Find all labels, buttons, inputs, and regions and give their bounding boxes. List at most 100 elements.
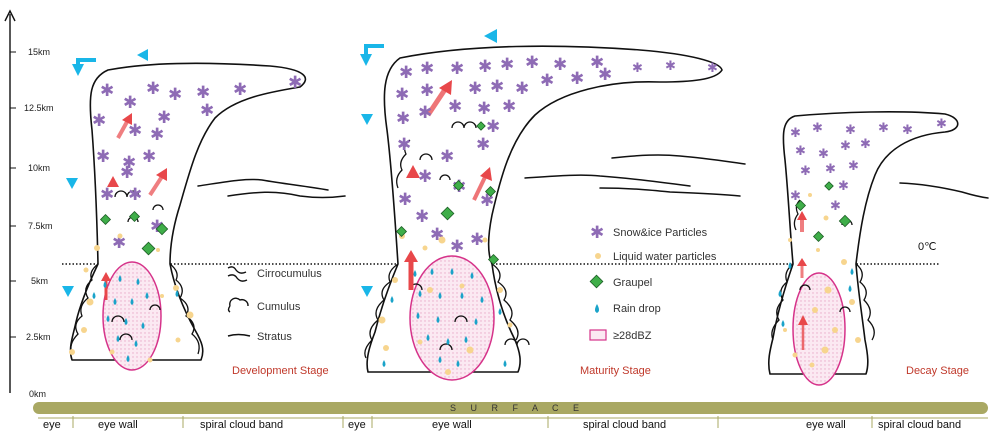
svg-text:✱: ✱ bbox=[92, 111, 106, 131]
svg-text:✱: ✱ bbox=[936, 117, 947, 132]
svg-text:✱: ✱ bbox=[418, 103, 432, 123]
zone-spiral-band-3: spiral cloud band bbox=[878, 419, 961, 431]
svg-text:✱: ✱ bbox=[598, 65, 612, 85]
legend-rain-drop: Rain drop bbox=[613, 303, 661, 315]
svg-text:✱: ✱ bbox=[790, 126, 801, 141]
zone-spiral-band-2: spiral cloud band bbox=[583, 419, 666, 431]
legend-stratus: Stratus bbox=[257, 331, 292, 343]
svg-text:✱: ✱ bbox=[540, 71, 554, 91]
svg-text:✱: ✱ bbox=[120, 163, 134, 183]
zone-eye-wall-2: eye wall bbox=[432, 419, 472, 431]
legend-cumulus: Cumulus bbox=[257, 301, 301, 313]
zone-eye-wall-3: eye wall bbox=[806, 419, 846, 431]
svg-text:✱: ✱ bbox=[490, 77, 504, 97]
zone-eye-1: eye bbox=[43, 419, 61, 431]
zone-spiral-band-1: spiral cloud band bbox=[200, 419, 283, 431]
svg-text:✱: ✱ bbox=[128, 121, 142, 141]
svg-text:✱: ✱ bbox=[450, 59, 464, 79]
particle-legend: ✱ Snow&ice Particles Liquid water partic… bbox=[590, 223, 717, 342]
svg-text:✱: ✱ bbox=[478, 57, 492, 77]
svg-text:✱: ✱ bbox=[397, 135, 411, 155]
freezing-level-label: 0℃ bbox=[918, 241, 936, 253]
legend-graupel: Graupel bbox=[613, 277, 652, 289]
svg-text:✱: ✱ bbox=[100, 185, 114, 205]
svg-text:✱: ✱ bbox=[415, 207, 429, 227]
svg-text:✱: ✱ bbox=[470, 230, 484, 250]
svg-text:✱: ✱ bbox=[795, 144, 806, 159]
stratus-symbol bbox=[228, 335, 250, 337]
svg-text:✱: ✱ bbox=[448, 97, 462, 117]
svg-text:✱: ✱ bbox=[96, 147, 110, 167]
zone-eye-wall-1: eye wall bbox=[98, 419, 138, 431]
graupel-symbol bbox=[590, 275, 603, 288]
svg-text:✱: ✱ bbox=[420, 81, 434, 101]
svg-text:✱: ✱ bbox=[288, 73, 302, 93]
svg-text:✱: ✱ bbox=[196, 83, 210, 103]
svg-text:✱: ✱ bbox=[845, 123, 856, 138]
svg-text:✱: ✱ bbox=[838, 179, 849, 194]
zone-eye-2: eye bbox=[348, 419, 366, 431]
surface-label: S U R F A C E bbox=[450, 403, 585, 413]
y-tick-5km: 5km bbox=[31, 276, 48, 286]
svg-text:✱: ✱ bbox=[486, 117, 500, 137]
cloud-type-legend: Cirrocumulus Cumulus Stratus bbox=[228, 267, 322, 343]
stage-label-decay: Decay Stage bbox=[906, 365, 969, 377]
svg-text:✱: ✱ bbox=[150, 125, 164, 145]
svg-text:✱: ✱ bbox=[396, 109, 410, 129]
y-tick-10km: 10km bbox=[28, 163, 50, 173]
svg-text:✱: ✱ bbox=[840, 139, 851, 154]
rain-drop-symbol bbox=[595, 304, 599, 313]
svg-text:✱: ✱ bbox=[848, 159, 859, 174]
svg-text:✱: ✱ bbox=[515, 79, 529, 99]
y-tick-2-5km: 2.5km bbox=[26, 332, 51, 342]
cirrocumulus-symbol bbox=[228, 267, 246, 273]
svg-text:✱: ✱ bbox=[418, 167, 432, 187]
svg-text:✱: ✱ bbox=[450, 237, 464, 257]
svg-text:✱: ✱ bbox=[440, 147, 454, 167]
svg-text:✱: ✱ bbox=[200, 101, 214, 121]
svg-text:✱: ✱ bbox=[707, 61, 718, 76]
svg-text:✱: ✱ bbox=[665, 59, 676, 74]
svg-text:✱: ✱ bbox=[468, 79, 482, 99]
svg-text:✱: ✱ bbox=[399, 63, 413, 83]
svg-text:✱: ✱ bbox=[476, 135, 490, 155]
y-tick-12-5km: 12.5km bbox=[24, 103, 54, 113]
y-tick-0km: 0km bbox=[29, 389, 46, 399]
svg-text:✱: ✱ bbox=[146, 79, 160, 99]
legend-reflectivity: ≥28dBZ bbox=[613, 330, 652, 342]
svg-text:✱: ✱ bbox=[570, 69, 584, 89]
svg-text:✱: ✱ bbox=[420, 59, 434, 79]
svg-text:✱: ✱ bbox=[830, 199, 841, 214]
svg-text:✱: ✱ bbox=[632, 61, 643, 76]
snow-ice-symbol: ✱ bbox=[590, 223, 604, 243]
svg-text:✱: ✱ bbox=[398, 190, 412, 210]
svg-text:✱: ✱ bbox=[818, 147, 829, 162]
legend-liquid-water: Liquid water particles bbox=[613, 251, 717, 263]
stage-label-development: Development Stage bbox=[232, 365, 329, 377]
svg-text:✱: ✱ bbox=[395, 85, 409, 105]
svg-text:✱: ✱ bbox=[825, 162, 836, 177]
svg-text:✱: ✱ bbox=[500, 55, 514, 75]
svg-text:✱: ✱ bbox=[860, 137, 871, 152]
stage-label-maturity: Maturity Stage bbox=[580, 365, 651, 377]
y-tick-15km: 15km bbox=[28, 47, 50, 57]
legend-cirrocumulus: Cirrocumulus bbox=[257, 268, 322, 280]
svg-text:✱: ✱ bbox=[553, 55, 567, 75]
liquid-water-symbol bbox=[595, 253, 601, 259]
svg-text:✱: ✱ bbox=[128, 185, 142, 205]
y-tick-7-5km: 7.5km bbox=[28, 221, 53, 231]
svg-text:✱: ✱ bbox=[100, 81, 114, 101]
y-axis: 15km 12.5km 10km 7.5km 5km 2.5km 0km bbox=[5, 11, 54, 399]
svg-text:✱: ✱ bbox=[123, 93, 137, 113]
svg-text:✱: ✱ bbox=[902, 123, 913, 138]
surface-bar: S U R F A C E eye eye wall spiral cloud … bbox=[33, 402, 988, 431]
svg-text:✱: ✱ bbox=[812, 121, 823, 136]
svg-text:✱: ✱ bbox=[168, 85, 182, 105]
svg-text:✱: ✱ bbox=[142, 147, 156, 167]
cumulus-symbol bbox=[230, 298, 248, 306]
svg-text:✱: ✱ bbox=[502, 97, 516, 117]
svg-text:✱: ✱ bbox=[477, 99, 491, 119]
svg-text:✱: ✱ bbox=[800, 164, 811, 179]
